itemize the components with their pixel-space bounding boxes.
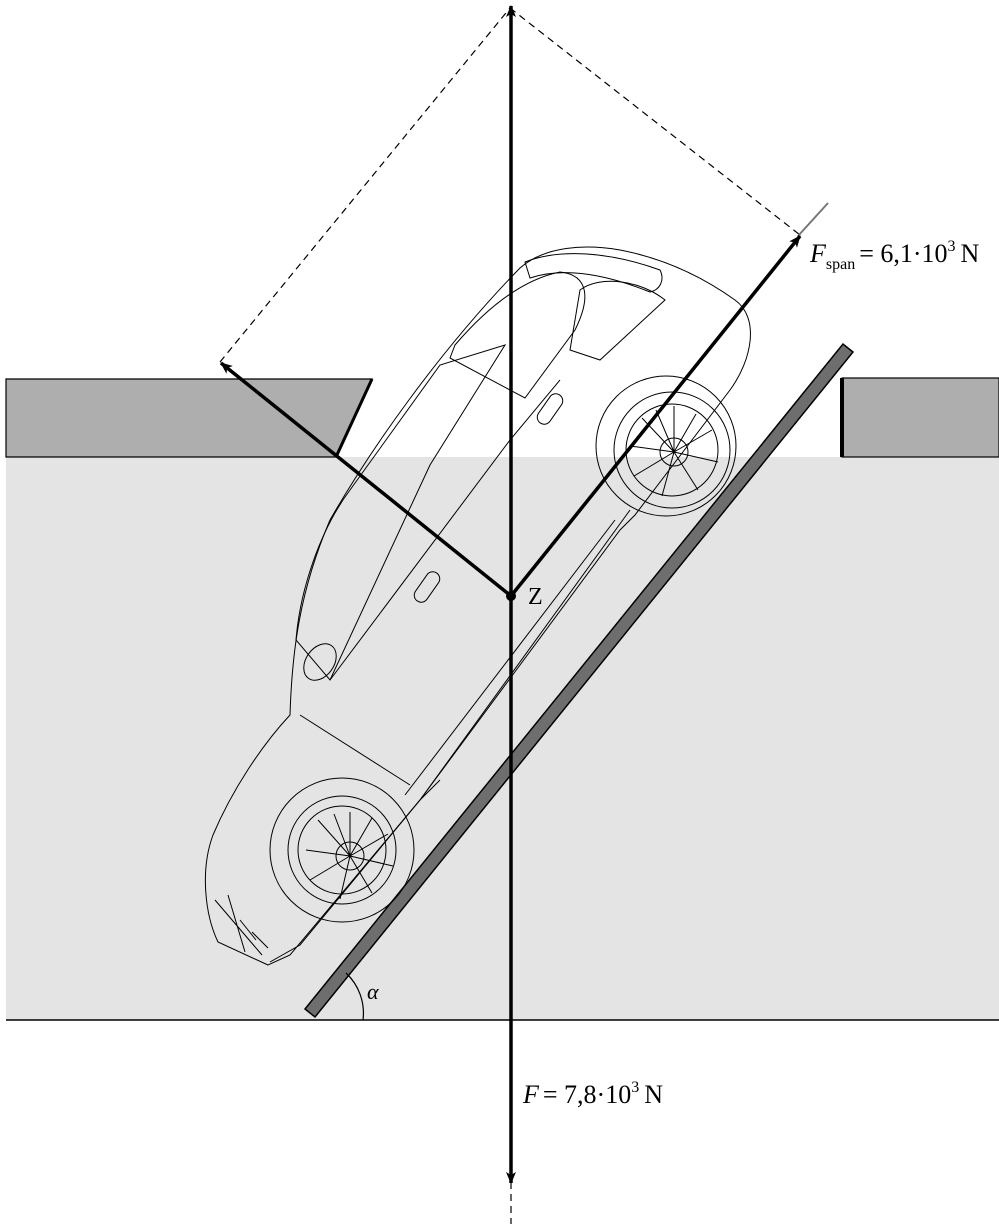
ground-area xyxy=(6,457,999,1020)
car-door-handle-rear xyxy=(536,393,564,425)
f-span-exponent: 3 xyxy=(948,238,956,255)
left-wall xyxy=(5,378,373,458)
front-wheel xyxy=(269,777,415,923)
car-door-line-1 xyxy=(299,714,411,786)
f-exponent: 3 xyxy=(631,1079,639,1096)
car-door-handle-front xyxy=(413,571,441,603)
rear-wheel xyxy=(595,375,737,517)
car-roof-rack xyxy=(524,253,663,293)
normal-force-arrow xyxy=(219,361,513,598)
f-span-value: = 6,1·10 xyxy=(859,239,947,268)
ramp xyxy=(303,342,855,1019)
car-door-line-3 xyxy=(419,509,631,801)
f-span-arrow xyxy=(509,234,802,598)
car-window-side xyxy=(449,271,586,399)
center-point-label: Z xyxy=(528,584,543,610)
dashed-line-right xyxy=(509,7,801,236)
f-symbol: F xyxy=(522,1080,540,1109)
car-window-front xyxy=(295,344,507,681)
car-window-rear xyxy=(569,280,666,361)
angle-arc xyxy=(345,972,365,1021)
f-span-unit: N xyxy=(961,239,980,268)
car-grille xyxy=(214,894,269,956)
f-unit: N xyxy=(644,1080,663,1109)
f-span-symbol: F xyxy=(809,239,827,268)
car-mirror xyxy=(303,643,337,681)
f-span-subscript: span xyxy=(826,256,855,273)
left-wall-edge xyxy=(334,378,374,458)
f-value: = 7,8·10 xyxy=(543,1080,631,1109)
right-wall xyxy=(841,377,999,458)
car-body xyxy=(204,246,751,966)
dashed-line-left xyxy=(219,7,511,363)
angle-label: α xyxy=(367,979,379,1004)
f-span-extension xyxy=(797,202,829,237)
force-construction-lines xyxy=(219,7,801,1224)
center-point xyxy=(506,591,516,601)
